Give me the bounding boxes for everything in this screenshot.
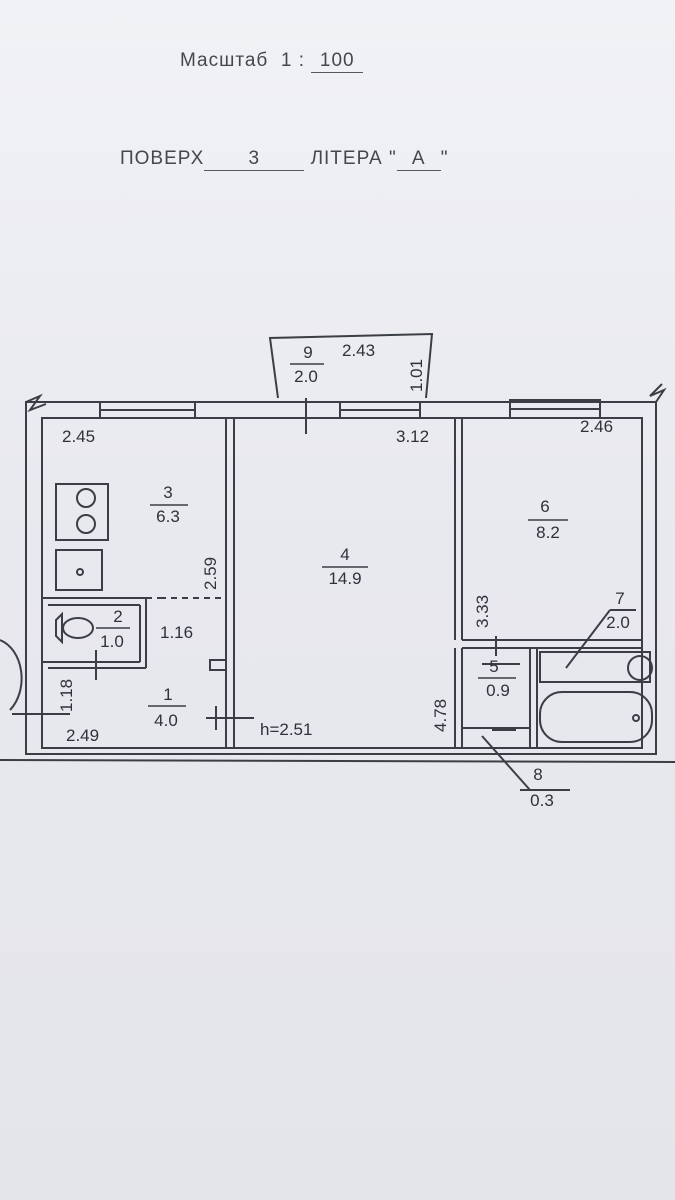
- room-8-area: 0.3: [530, 791, 554, 810]
- dim-hall-width: 2.49: [66, 726, 99, 745]
- room-2-number: 2: [113, 607, 122, 626]
- room-1-number: 1: [163, 685, 172, 704]
- room-5-area: 0.9: [486, 681, 510, 700]
- room-4-number: 4: [340, 545, 349, 564]
- scale-prefix: 1 :: [280, 50, 305, 71]
- door-hall: [209, 659, 226, 671]
- stove: [55, 483, 109, 541]
- room-6-area: 8.2: [536, 523, 560, 542]
- room-3-number: 3: [163, 483, 172, 502]
- dim-kitchen-width: 2.45: [62, 427, 95, 446]
- dim-bedroom-width: 2.46: [580, 417, 613, 436]
- letter-label: ЛІТЕРА ": [310, 148, 397, 169]
- room-5-number: 5: [489, 657, 498, 676]
- room-7-number: 7: [615, 589, 624, 608]
- letter-close: ": [440, 148, 449, 169]
- room-3-area: 6.3: [156, 507, 180, 526]
- letter-value: А: [396, 148, 441, 171]
- dim-hall-length: 1.18: [57, 679, 76, 712]
- room-6-number: 6: [540, 497, 549, 516]
- dim-living-width: 3.12: [396, 427, 429, 446]
- kitchen-sink: [55, 549, 103, 591]
- scale-label: Масштаб: [180, 50, 269, 71]
- bathtub: [539, 691, 653, 743]
- room-2-area: 1.0: [100, 632, 124, 651]
- dimension-labels: 2.43 1.01 2.45 2.59 3.12 2.46 3.33 1.16 …: [57, 341, 613, 745]
- room-7-area: 2.0: [606, 613, 630, 632]
- dim-balcony-width: 2.43: [342, 341, 375, 360]
- dim-kitchen-length: 2.59: [201, 557, 220, 590]
- toilet: [62, 617, 94, 639]
- dim-bedroom-length: 3.33: [473, 595, 492, 628]
- arc-left: [0, 639, 23, 711]
- room-8-number: 8: [533, 765, 542, 784]
- balcony-outline: [268, 332, 434, 399]
- toilet-tank: [55, 611, 63, 645]
- room-labels: 3 6.3 4 14.9 6 8.2 2 1.0 1 4.0 5 0.9 7 2…: [96, 343, 630, 810]
- floor-label: ПОВЕРХ: [120, 148, 205, 169]
- dim-balcony-depth: 1.01: [407, 359, 426, 392]
- scale-header: Масштаб 1 : 100: [180, 50, 364, 73]
- dim-bath-length: 4.78: [431, 699, 450, 732]
- floor-value: 3: [204, 148, 305, 171]
- leader-8: [481, 735, 531, 791]
- wall-break-left: [25, 393, 47, 413]
- dim-corridor-width: 1.16: [160, 623, 193, 642]
- room-9-area: 2.0: [294, 367, 318, 386]
- bath-washbasin-area: [539, 651, 651, 683]
- washbasin: [627, 655, 653, 681]
- room-4-area: 14.9: [328, 569, 361, 588]
- section-line: [0, 759, 675, 763]
- wall-break-right: [649, 383, 667, 403]
- leader-7: [565, 609, 611, 669]
- dim-ceiling-height: h=2.51: [260, 720, 312, 739]
- room-9-number: 9: [303, 343, 312, 362]
- scale-value: 100: [311, 50, 364, 73]
- room-1-area: 4.0: [154, 711, 178, 730]
